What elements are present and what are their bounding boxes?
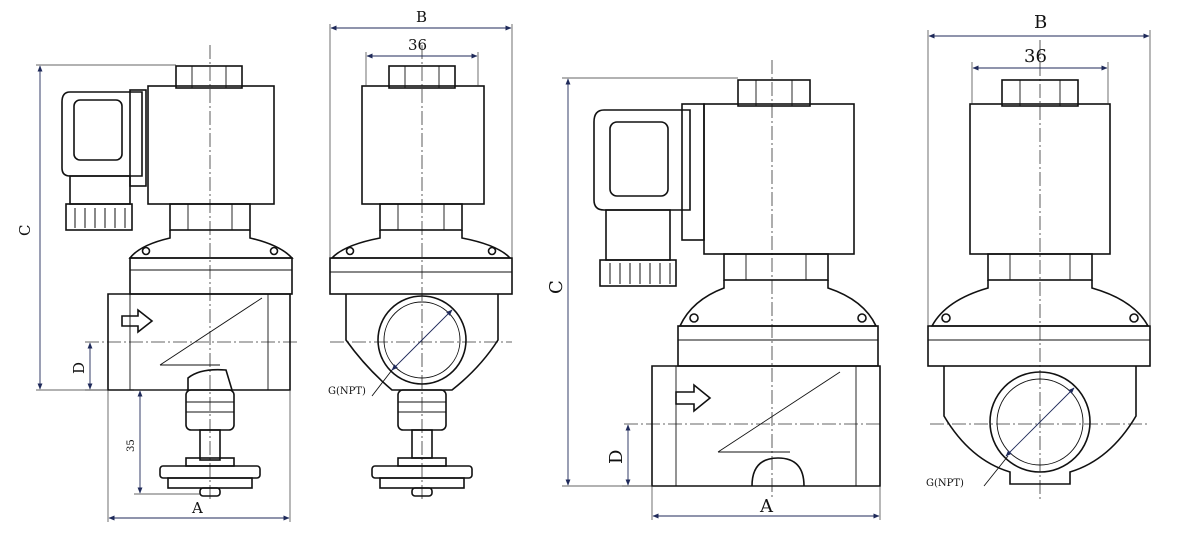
thread-label: G(NPT) — [328, 386, 366, 397]
view4-front-valve: G(NPT) 36 B — [926, 12, 1151, 500]
coil-body — [147, 85, 275, 205]
view1-side-valve: C D 35 A — [16, 45, 300, 522]
dimension-label-36: 36 — [1024, 46, 1047, 67]
view2-front-valve: G(NPT) 36 B — [328, 8, 513, 500]
dimension-label-35: 35 — [126, 439, 137, 452]
connector-box — [593, 103, 705, 287]
connector-box — [61, 89, 147, 231]
flow-arrow-icon — [121, 308, 154, 334]
dimension-label-d: D — [606, 450, 627, 464]
flow-arrow-icon — [675, 383, 712, 413]
view3-side-valve: C D A — [546, 60, 881, 520]
thread-label: G(NPT) — [926, 478, 964, 489]
dimension-label-c: C — [546, 280, 567, 294]
dimension-label-d: D — [70, 362, 88, 374]
dimension-label-a: A — [759, 496, 774, 517]
dimension-label-b: B — [416, 8, 427, 26]
dimension-label-c: C — [16, 225, 34, 236]
dimension-label-36: 36 — [408, 36, 427, 54]
dimension-label-a: A — [191, 499, 203, 517]
dimension-label-b: B — [1034, 12, 1047, 33]
